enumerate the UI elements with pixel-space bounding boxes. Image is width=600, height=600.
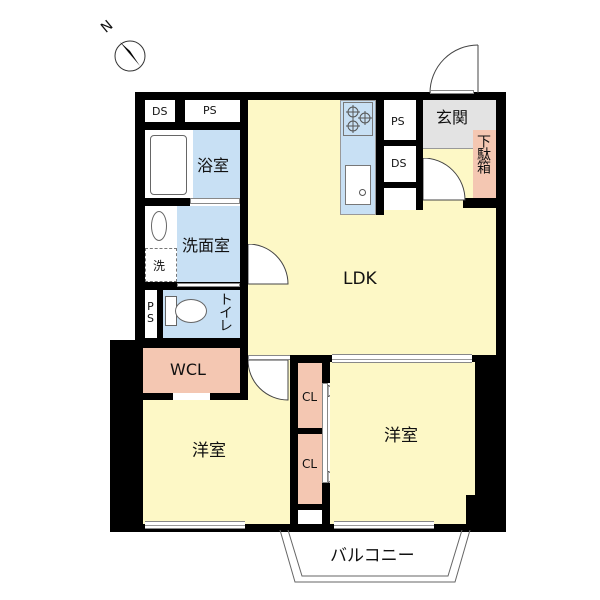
room-bathroom xyxy=(193,130,240,200)
shaft-divider xyxy=(175,100,185,122)
wcl-wall-right xyxy=(240,348,248,400)
bath-door xyxy=(190,198,240,204)
cl-wall-top xyxy=(290,355,332,363)
ds-top-left xyxy=(145,100,175,122)
ps-kitchen xyxy=(384,100,416,140)
shoe-box-label: 下駄箱 xyxy=(475,134,491,173)
western-right-label: 洋室 xyxy=(384,426,418,446)
cl-wall-right-low xyxy=(322,483,330,525)
window-western-left xyxy=(145,521,245,529)
wall-bath-top xyxy=(145,122,240,130)
stove-icon xyxy=(343,102,373,136)
closet-upper xyxy=(298,363,322,431)
western-left-label: 洋室 xyxy=(192,441,226,461)
shaft-blank xyxy=(384,188,416,210)
closet-upper-label: CL xyxy=(302,390,318,404)
bathroom-label: 浴室 xyxy=(197,156,230,175)
ldk-west-door xyxy=(248,355,292,360)
wall-top xyxy=(135,92,500,102)
ps-top-left-label: PS xyxy=(203,104,217,117)
wall-right xyxy=(496,92,506,532)
shoe-box xyxy=(473,130,496,198)
room-washroom xyxy=(177,206,240,282)
ps-top-left xyxy=(185,100,240,122)
window-western-right xyxy=(334,521,434,529)
wall-inner-vertical xyxy=(240,100,248,355)
balcony-label: バルコニー xyxy=(330,546,415,566)
wall-left-upper xyxy=(135,92,145,347)
cl-wall-right xyxy=(322,363,330,383)
cl-wall-left xyxy=(290,355,298,525)
washer-space xyxy=(145,248,177,282)
washroom-door-icon xyxy=(248,244,289,285)
bathtub xyxy=(145,130,193,200)
closet-lower xyxy=(298,434,322,504)
wall-left-column xyxy=(110,340,143,530)
wall-toilet-bottom xyxy=(140,338,248,348)
closet-door[interactable] xyxy=(322,383,328,483)
room-ldk-ext xyxy=(480,210,496,340)
shaft-divider xyxy=(384,182,416,188)
toilet-door xyxy=(177,283,240,287)
room-wcl xyxy=(143,348,240,393)
compass: N xyxy=(98,18,150,73)
cl-bottom xyxy=(298,504,322,510)
toilet-wall xyxy=(157,290,163,338)
toilet-label: トイレ xyxy=(217,292,233,331)
western-right-col xyxy=(466,495,476,525)
shaft-wall-right xyxy=(416,100,423,210)
room-western-right xyxy=(330,362,475,524)
washroom-label: 洗面室 xyxy=(182,236,231,255)
sink-icon xyxy=(345,165,371,205)
balcony-outline xyxy=(279,530,471,583)
entrance-label: 玄関 xyxy=(436,108,469,127)
cl-bottom-blank xyxy=(298,510,322,522)
wcl-bottom-left xyxy=(143,393,173,400)
ps-toilet xyxy=(145,290,157,338)
ds-top-left-label: DS xyxy=(152,105,168,118)
wash-basin xyxy=(145,206,175,248)
ldk-partition-window xyxy=(332,354,472,363)
ldk-label: LDK xyxy=(343,269,377,289)
entrance-door-opening xyxy=(430,90,474,94)
ps-kitchen-label: PS xyxy=(391,115,405,128)
wcl-bottom-right xyxy=(210,393,248,400)
cl-divider xyxy=(298,428,322,434)
toilet-bowl-icon xyxy=(175,299,207,323)
wall-right-column xyxy=(470,340,506,532)
washer-label: 洗 xyxy=(153,259,166,273)
wall-bottom xyxy=(110,524,506,532)
shaft-divider xyxy=(384,140,416,146)
ps-toilet-label: PS xyxy=(144,300,157,324)
entrance-step-wall xyxy=(463,198,496,208)
kitchen-wall xyxy=(376,100,384,215)
wall-bath-bottom xyxy=(145,198,190,206)
entrance-door-icon xyxy=(429,44,479,94)
western-left-door-icon xyxy=(248,360,289,401)
ds-kitchen-label: DS xyxy=(391,157,407,170)
hall-door-icon xyxy=(423,158,466,201)
north-arrow-icon xyxy=(114,40,146,72)
ds-kitchen xyxy=(384,146,416,182)
wcl-label: WCL xyxy=(170,360,206,379)
closet-lower-label: CL xyxy=(302,457,318,471)
room-western-left xyxy=(143,400,293,524)
